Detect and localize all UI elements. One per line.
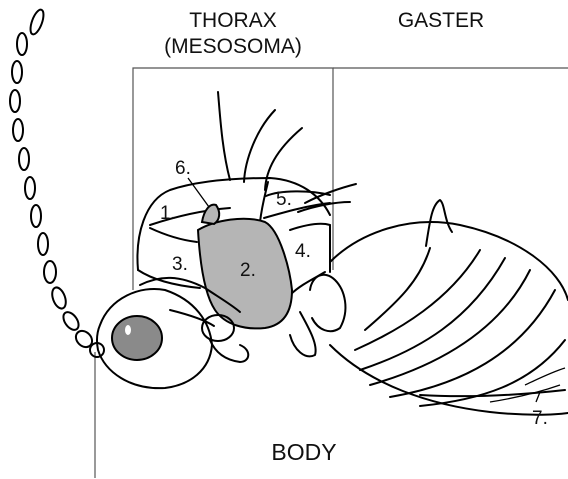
gaster-heading: GASTER	[398, 9, 484, 32]
petiole	[310, 275, 345, 331]
gaster	[330, 200, 568, 415]
antenna	[10, 8, 104, 357]
thorax-heading: THORAX	[189, 9, 277, 32]
part-3-label: 3.	[172, 254, 188, 275]
body-heading: BODY	[271, 439, 336, 465]
wing-vein-1	[218, 92, 230, 180]
wing-vein-4	[260, 182, 268, 222]
wing-vein-2	[244, 110, 275, 182]
tegula	[202, 205, 219, 224]
compound-eye	[112, 316, 162, 360]
part-2-label: 2.	[240, 260, 256, 281]
part-5-label: 5.	[276, 189, 292, 210]
part-4-label: 4.	[295, 241, 311, 262]
part-6-label: 6.	[175, 158, 191, 179]
eye-highlight	[125, 325, 131, 335]
part-7-label: 7.	[532, 408, 548, 429]
part-1-label: 1.	[160, 203, 176, 224]
mesosoma-heading: (MESOSOMA)	[164, 35, 302, 58]
